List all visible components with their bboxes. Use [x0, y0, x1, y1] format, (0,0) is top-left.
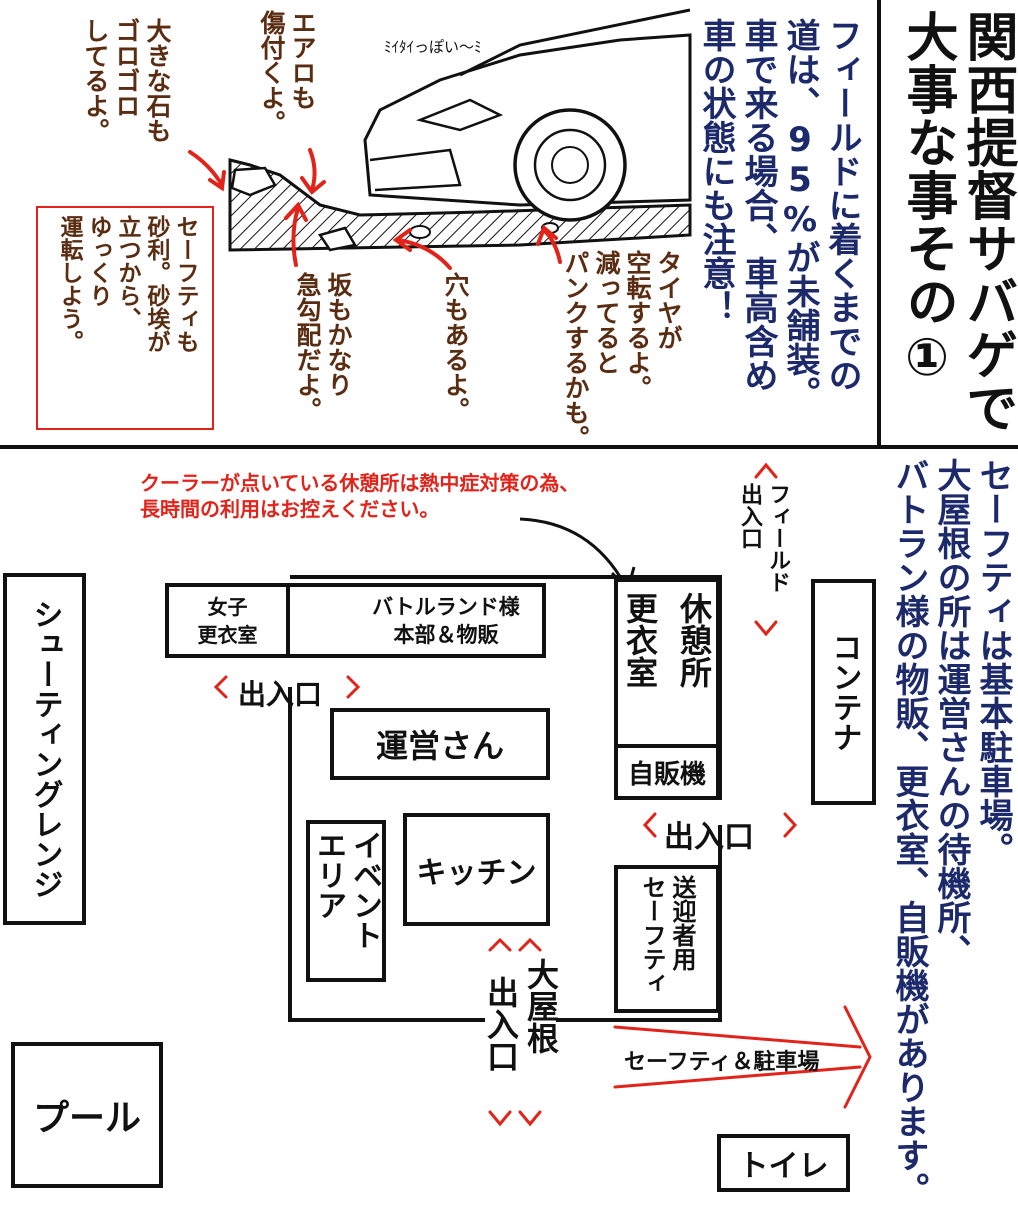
stone-line-3: してるよ。 [81, 18, 110, 143]
field-entrance-label: フィールド 出入口 [735, 483, 791, 593]
tire-annotation: タイヤが 空転するよ。 減ってると パンクするかも。 [560, 250, 684, 450]
event-area-box: イベント エリア [306, 820, 386, 982]
rest-area-label: 休憩所 [675, 592, 713, 688]
note-line-2: 道は、95%が未舗装。 [780, 18, 820, 410]
car-sfx-text: ﾐｲﾀｲっぽい〜ﾐ [384, 38, 482, 56]
safety-line-1: セーフティも [172, 215, 198, 353]
stone-line-1: 大きな石も [143, 18, 172, 143]
battleland-hq-box: バトルランド様 本部＆物販 [286, 583, 546, 658]
operators-box: 運営さん [330, 708, 550, 780]
top-annotation-arrows [188, 148, 562, 270]
tire-line-1: タイヤが [654, 250, 683, 350]
safety-line-5: 運転しよう。 [56, 215, 82, 353]
toilet-label: トイレ [738, 1149, 829, 1184]
pickup-safety-line-1: 送迎者用 [668, 875, 696, 971]
pickup-safety-line-2: セーフティ [638, 875, 666, 995]
title-line-2: 大事な事その① [897, 10, 957, 389]
notice-line-3: バトラン様の物販、更衣室、自販機があります。 [889, 458, 929, 1206]
rest-changing-box: 更衣室 休憩所 [614, 578, 720, 748]
note-line-4: 車の状態にも注意！ [696, 18, 736, 324]
slope-line-1: 坂もかなり [324, 272, 353, 397]
pickup-safety-label: 送迎者用 セーフティ [637, 875, 697, 995]
safety-notice: セーフティは基本駐車場。 大屋根の所は運営さんの待機所、 バトラン様の物販、更衣… [888, 458, 1014, 1206]
note-line-3: 車で来る場合、車高含め [738, 18, 778, 392]
shooting-range-label: シューティングレンジ [27, 599, 63, 899]
toilet-box: トイレ [717, 1134, 850, 1192]
big-roof-label: 大屋根 [522, 958, 560, 1054]
stone-arrow-icon [188, 150, 224, 187]
battleland-line-1: バトルランド様 [372, 594, 520, 619]
vending-label: 自販機 [627, 759, 706, 790]
kitchen-label: キッチン [416, 855, 537, 891]
safety-drive-annotation: セーフティも 砂利。砂埃が 立つから、 ゆっくり 運転しよう。 [54, 215, 199, 353]
notice-line-2: 大屋根の所は運営さんの待機所、 [931, 458, 971, 968]
hole-line-1: 穴もあるよ。 [441, 272, 470, 422]
womens-changing-line-1: 女子 [207, 594, 248, 619]
right-entrance-label: 出入口 [664, 820, 754, 855]
container-label: コンテナ [826, 632, 862, 752]
left-entrance-arrow-icon [213, 675, 228, 699]
field-entrance-line-1: フィールド [765, 483, 790, 593]
kitchen-box: キッチン [403, 813, 550, 926]
aero-line-2: 傷付くよ。 [257, 10, 286, 135]
event-area-line-2: エリア [311, 830, 346, 920]
aero-line-1: エアロも [288, 10, 317, 110]
safety-line-2: 砂利。砂埃が [143, 215, 169, 353]
pickup-safety-box: 送迎者用 セーフティ [614, 865, 720, 1013]
slope-line-2: 急勾配だよ。 [293, 272, 322, 422]
safety-line-3: 立つから、 [114, 215, 140, 330]
bottom-entrance-label: 出入口 [482, 976, 520, 1072]
shooting-range-box: シューティングレンジ [3, 573, 86, 925]
safety-line-4: ゆっくり [85, 215, 111, 307]
right-entrance-arrow-icon [642, 812, 657, 838]
cooler-note-line-1: クーラーが点いている休憩所は熱中症対策の為、 [140, 471, 580, 495]
tire-line-3: 減ってると [592, 250, 621, 375]
cooler-note: クーラーが点いている休憩所は熱中症対策の為、 長時間の利用はお控えください。 [140, 470, 579, 522]
bottom-entrance-arrow-icon [488, 937, 512, 952]
aero-arrow-icon [308, 148, 317, 192]
left-entrance-label: 出入口 [238, 678, 323, 711]
hole-arrow-icon [396, 238, 452, 270]
safety-parking-label: セーフティ＆駐車場 [624, 1050, 820, 1075]
stone-line-2: ゴロゴロ [112, 18, 141, 118]
cooler-note-line-2: 長時間の利用はお控えください。 [140, 497, 440, 521]
notice-line-1: セーフティは基本駐車場。 [973, 458, 1013, 866]
car-illustration [228, 8, 692, 252]
note-line-1: フィールドに着くまでの [822, 18, 862, 392]
tire-line-4: パンクするかも。 [561, 250, 590, 450]
event-area-label: イベント エリア [310, 830, 382, 950]
parking-arrow-icon [613, 1025, 862, 1049]
stone-annotation: 大きな石も ゴロゴロ してるよ。 [80, 18, 173, 143]
title-line-1: 関西提督サバゲで [957, 10, 1017, 434]
field-entrance-line-2: 出入口 [737, 483, 762, 549]
safety-drive-box [36, 206, 214, 430]
womens-changing-line-2: 更衣室 [197, 622, 258, 647]
event-area-line-1: イベント [347, 830, 382, 950]
map-lines [213, 462, 872, 1127]
womens-changing-box: 女子 更衣室 [165, 583, 290, 658]
container-box: コンテナ [811, 579, 876, 805]
slope-arrow-icon [291, 206, 300, 267]
tire-line-2: 空転するよ。 [623, 250, 652, 400]
aero-annotation: エアロも 傷付くよ。 [256, 10, 318, 135]
pool-box: プール [11, 1042, 163, 1188]
battleland-line-2: 本部＆物販 [393, 622, 499, 647]
field-entrance-arrow-icon [754, 462, 778, 479]
slope-annotation: 坂もかなり 急勾配だよ。 [292, 272, 354, 422]
changing-room-label: 更衣室 [621, 592, 659, 688]
hole-annotation: 穴もあるよ。 [440, 272, 471, 422]
pool-label: プール [32, 1098, 141, 1139]
field-road-note: フィールドに着くまでの 道は、95%が未舗装。 車で来る場合、車高含め 車の状態… [695, 18, 863, 410]
vending-box: 自販機 [614, 744, 720, 800]
operators-label: 運営さん [375, 727, 504, 765]
